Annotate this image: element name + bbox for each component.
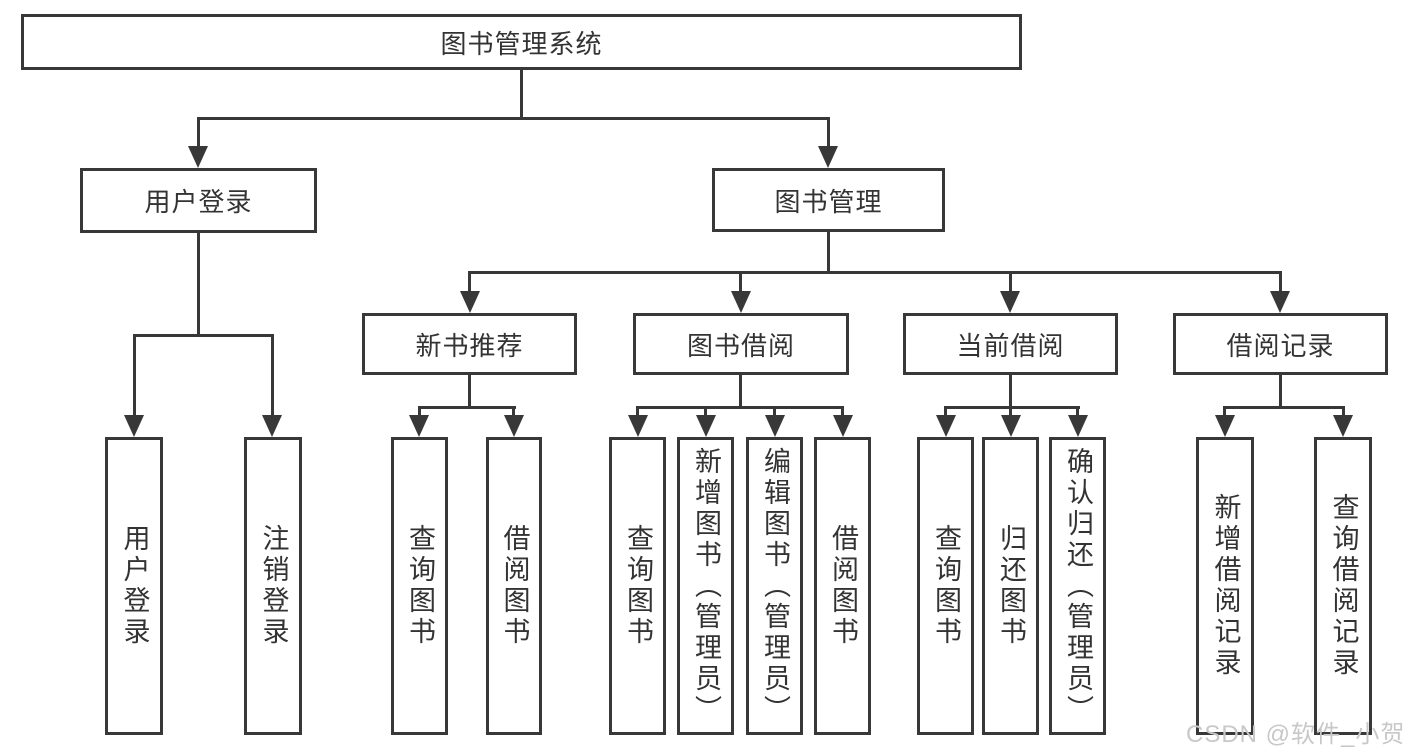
connector-drop-book-management (827, 117, 830, 149)
arrowhead-to-borrowing-records (1270, 291, 1290, 313)
leaf-label: 用户登录 (119, 524, 150, 648)
leaf-logout: 注销登录 (244, 437, 302, 735)
csdn-watermark: CSDN @软件_小贺同学 (1186, 721, 1405, 747)
arrowhead-to-current-borrowing (1000, 291, 1020, 313)
node-label: 图书管理系统 (440, 28, 603, 59)
node-label: 用户登录 (144, 187, 253, 217)
leaf-label: 注销登录 (258, 524, 289, 648)
arrowhead-to-borrow-books-2 (833, 415, 853, 437)
connector-drop-leaf-user-login (133, 334, 136, 416)
node-label: 借阅记录 (1226, 330, 1335, 361)
connector-drop-add-borrow-record (1223, 406, 1226, 416)
connector-drop-current-borrowing (1009, 271, 1012, 293)
leaf-return-book: 归还图书 (982, 437, 1039, 735)
leaf-label: 查询借阅记录 (1328, 493, 1359, 679)
arrowhead-to-query-books-2 (628, 415, 648, 437)
connector-drop-add-book (704, 406, 707, 416)
arrowhead-to-add-book (696, 415, 716, 437)
arrowhead-to-new-book-recommend (460, 291, 480, 313)
connector-drop-query-books-3 (944, 406, 947, 416)
node-book-management: 图书管理 (712, 168, 945, 232)
connector-root-stem (520, 70, 523, 118)
node-label: 图书管理 (774, 186, 883, 217)
node-borrowing-records: 借阅记录 (1173, 313, 1388, 375)
leaf-user-login: 用户登录 (105, 437, 163, 735)
connector-current-borrowing-crossbar (944, 406, 1080, 409)
connector-book-borrowing-stem (739, 375, 742, 409)
connector-drop-return-book (1009, 406, 1012, 416)
connector-user-login-crossbar (133, 334, 274, 337)
node-new-book-recommend: 新书推荐 (362, 313, 577, 375)
connector-drop-query-borrow-record (1342, 406, 1345, 416)
connector-book-management-stem (827, 232, 830, 274)
arrowhead-to-confirm-return (1068, 415, 1088, 437)
connector-new-book-recommend-crossbar (418, 406, 516, 409)
connector-drop-new-book-recommend (468, 271, 471, 293)
node-label: 新书推荐 (415, 330, 524, 361)
connector-drop-borrow-books-1 (512, 406, 515, 416)
arrowhead-to-edit-book (765, 415, 785, 437)
leaf-label: 确认归还（管理员） (1063, 446, 1093, 726)
connector-drop-borrowing-records (1279, 271, 1282, 293)
connector-drop-leaf-logout (271, 334, 274, 416)
arrowhead-to-query-books-1 (409, 415, 429, 437)
arrowhead-to-user-login (188, 146, 208, 168)
connector-user-login-stem (197, 233, 200, 336)
connector-book-borrowing-crossbar (636, 406, 844, 409)
connector-drop-borrow-books-2 (841, 406, 844, 416)
leaf-query-books-3: 查询图书 (917, 437, 974, 735)
leaf-edit-book-admin: 编辑图书（管理员） (746, 437, 803, 735)
arrowhead-to-borrow-books-1 (504, 415, 524, 437)
leaf-label: 归还图书 (996, 524, 1026, 648)
leaf-add-book-admin: 新增图书（管理员） (677, 437, 734, 735)
arrowhead-to-query-books-3 (936, 415, 956, 437)
leaf-query-books-1: 查询图书 (391, 437, 448, 735)
connector-borrowing-records-crossbar (1223, 406, 1345, 409)
arrowhead-to-leaf-logout (262, 415, 282, 437)
leaf-label: 查询图书 (931, 524, 961, 648)
node-label: 图书借阅 (686, 330, 795, 361)
node-current-borrowing: 当前借阅 (903, 313, 1118, 375)
leaf-label: 编辑图书（管理员） (760, 446, 790, 726)
connector-drop-query-books-2 (636, 406, 639, 416)
leaf-confirm-return-admin: 确认归还（管理员） (1049, 437, 1106, 735)
node-library-management-system: 图书管理系统 (21, 14, 1022, 70)
connector-drop-edit-book (773, 406, 776, 416)
leaf-label: 查询图书 (623, 524, 653, 648)
node-book-borrowing: 图书借阅 (633, 313, 849, 375)
connector-drop-book-borrowing (739, 271, 742, 293)
arrowhead-to-book-borrowing (731, 291, 751, 313)
arrowhead-to-book-management (818, 146, 838, 168)
connector-borrowing-records-stem (1279, 375, 1282, 409)
leaf-query-books-2: 查询图书 (609, 437, 666, 735)
connector-drop-confirm-return (1076, 406, 1079, 416)
arrowhead-to-add-borrow-record (1215, 415, 1235, 437)
leaf-label: 借阅图书 (499, 524, 530, 648)
connector-current-borrowing-stem (1009, 375, 1012, 409)
leaf-borrow-books-1: 借阅图书 (486, 437, 542, 735)
arrowhead-to-query-borrow-record (1333, 415, 1353, 437)
connector-drop-query-books-1 (418, 406, 421, 416)
node-label: 当前借阅 (956, 330, 1065, 361)
arrowhead-to-leaf-user-login (124, 415, 144, 437)
leaf-label: 新增借阅记录 (1210, 493, 1241, 679)
leaf-label: 借阅图书 (828, 524, 858, 648)
arrowhead-to-return-book (1001, 415, 1021, 437)
node-user-login: 用户登录 (80, 168, 317, 233)
connector-new-book-recommend-stem (468, 375, 471, 409)
leaf-add-borrow-record: 新增借阅记录 (1196, 437, 1254, 735)
leaf-label: 查询图书 (405, 524, 435, 648)
leaf-borrow-books-2: 借阅图书 (814, 437, 871, 735)
connector-drop-user-login (197, 117, 200, 149)
connector-root-crossbar (197, 117, 830, 120)
leaf-label: 新增图书（管理员） (691, 446, 721, 726)
leaf-query-borrow-record: 查询借阅记录 (1314, 437, 1372, 735)
connector-book-management-crossbar (468, 271, 1282, 274)
